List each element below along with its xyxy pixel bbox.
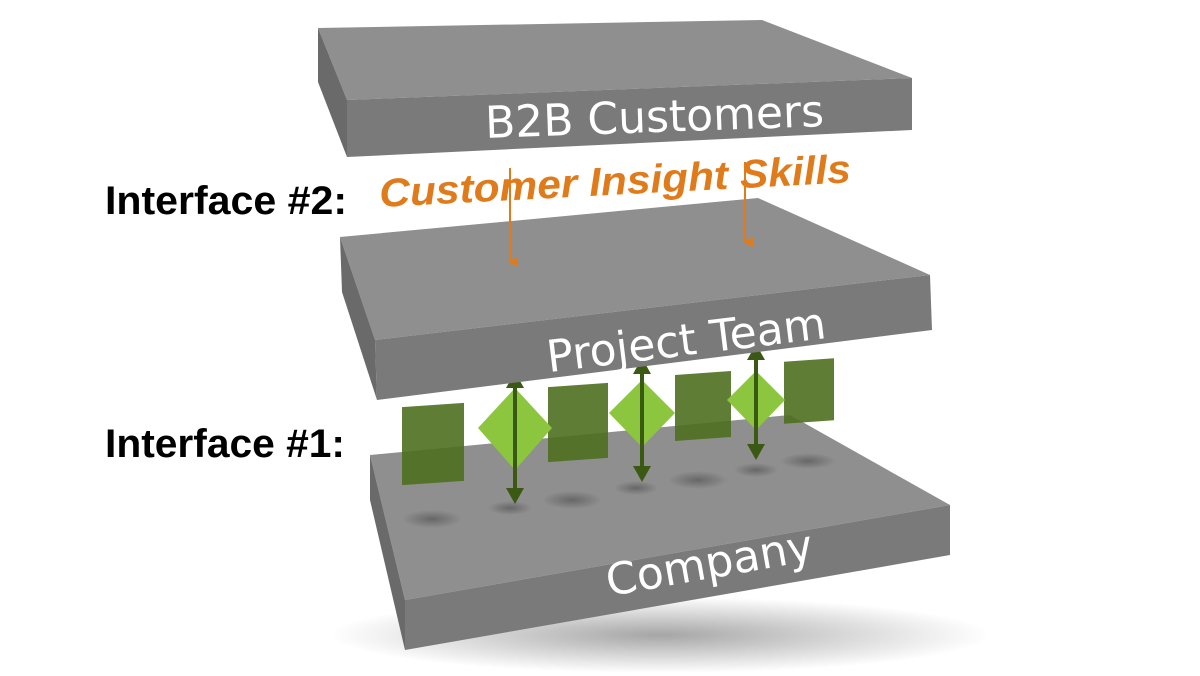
block-shadow: [402, 510, 462, 528]
slab-company-front: [405, 505, 950, 650]
slab-company-side: [370, 455, 405, 650]
dark-green-block: [784, 358, 834, 424]
dark-green-block: [548, 382, 608, 463]
slab-project-team-front: [375, 275, 932, 400]
slab-b2b-customers-front: [347, 78, 912, 157]
slab-project-team-side: [340, 237, 377, 400]
slab-b2b-customers-top: [318, 20, 912, 100]
block-shadow: [488, 501, 532, 515]
block-shadows: [402, 453, 836, 528]
dark-green-block: [402, 402, 464, 486]
interface1-connectors: [402, 344, 834, 504]
block-shadow: [614, 481, 658, 495]
slab-b2b-customers-side: [318, 28, 347, 157]
slab-b2b-customers: B2B Customers: [318, 20, 912, 157]
block-shadow: [734, 463, 778, 477]
block-shadow: [542, 491, 602, 509]
insight-arrows: [508, 162, 753, 267]
interface1-label: Interface #1:: [105, 422, 345, 466]
interface2-label: Interface #2:: [105, 179, 347, 223]
block-shadow: [668, 471, 728, 489]
dark-green-block: [675, 371, 731, 441]
slab-project-team-top: [340, 198, 930, 340]
block-shadow: [780, 453, 836, 469]
slab-project-team: Project Team: [340, 198, 932, 400]
slab-b2b-customers-label: B2B Customers: [484, 86, 825, 149]
customer-insight-skills-label: Customer Insight Skills: [378, 147, 852, 216]
